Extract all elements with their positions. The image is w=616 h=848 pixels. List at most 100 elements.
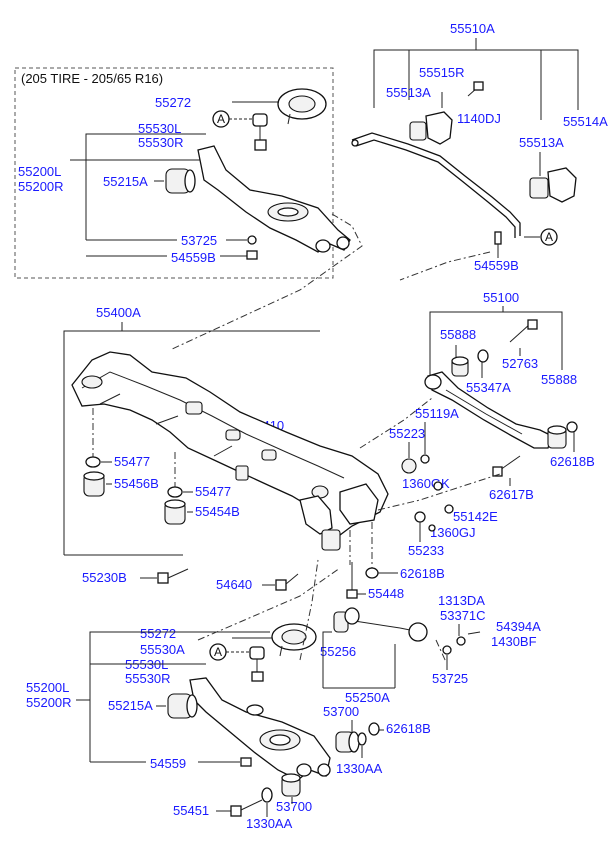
- label-1360GK[interactable]: 1360GK: [402, 476, 450, 491]
- label-53371C[interactable]: 53371C: [440, 608, 486, 623]
- label-54640[interactable]: 54640: [216, 577, 252, 592]
- lower-arm-top[interactable]: [197, 145, 351, 253]
- label-55454B[interactable]: 55454B: [195, 504, 240, 519]
- label-62617B[interactable]: 62617B: [489, 487, 534, 502]
- bushing-bracket-right[interactable]: [529, 167, 577, 203]
- washer-53725-top[interactable]: [247, 235, 257, 245]
- label-53725-mid[interactable]: 53725: [432, 671, 468, 686]
- bushing-55477-right[interactable]: [167, 486, 183, 498]
- label-1140DJ[interactable]: 1140DJ: [457, 111, 501, 126]
- label-55477-left[interactable]: 55477: [114, 454, 150, 469]
- label-55515R[interactable]: 55515R: [419, 65, 465, 80]
- label-62618B-center[interactable]: 62618B: [400, 566, 445, 581]
- label-55272-bot[interactable]: 55272: [140, 626, 176, 641]
- bolt-55448[interactable]: [346, 562, 358, 599]
- label-1313DA[interactable]: 1313DA: [438, 593, 485, 608]
- label-1330AA-upper[interactable]: 1330AA: [336, 761, 383, 776]
- label-55477-right[interactable]: 55477: [195, 484, 231, 499]
- label-55250A[interactable]: 55250A: [345, 690, 390, 705]
- stabilizer-link-bot[interactable]: [249, 646, 265, 682]
- nut-54559B[interactable]: [494, 231, 502, 245]
- label-55200L-top[interactable]: 55200L: [18, 164, 61, 179]
- nut-62618B-arm[interactable]: [566, 421, 578, 433]
- label-55456B[interactable]: 55456B: [114, 476, 159, 491]
- label-55100[interactable]: 55100: [483, 290, 519, 305]
- label-55347A[interactable]: 55347A: [466, 380, 511, 395]
- label-53725-top[interactable]: 53725: [181, 233, 217, 248]
- bushing-55215A-bot[interactable]: [167, 693, 198, 719]
- label-55200R-bot[interactable]: 55200R: [26, 695, 72, 710]
- ref-A-circle-bar[interactable]: [540, 228, 558, 246]
- bushing-55477-left[interactable]: [85, 456, 101, 468]
- label-55215A-top[interactable]: 55215A: [103, 174, 148, 189]
- bushing-55215A-top[interactable]: [165, 168, 196, 194]
- label-55510A[interactable]: 55510A: [450, 21, 495, 36]
- nut-62618B-bot[interactable]: [368, 722, 380, 736]
- bushing-55223[interactable]: [401, 458, 417, 474]
- label-55530A-bot[interactable]: 55530A: [140, 642, 185, 657]
- label-54559B-bar[interactable]: 54559B: [474, 258, 519, 273]
- label-52763[interactable]: 52763: [502, 356, 538, 371]
- bolt-54640[interactable]: [275, 573, 299, 591]
- nut-1360GK[interactable]: [433, 481, 443, 491]
- label-55215A-bot[interactable]: 55215A: [108, 698, 153, 713]
- lower-arm-bottom[interactable]: [189, 677, 331, 781]
- nut-54559B-top[interactable]: [246, 250, 258, 260]
- bolt-1140DJ[interactable]: [467, 81, 484, 97]
- label-54394A[interactable]: 54394A: [496, 619, 541, 634]
- bushing-bracket-left[interactable]: [409, 111, 453, 145]
- label-55530R-bot[interactable]: 55530R: [125, 671, 171, 686]
- label-55119A[interactable]: 55119A: [415, 406, 459, 421]
- nut-53371C[interactable]: [456, 636, 466, 646]
- label-1430BF[interactable]: 1430BF: [491, 634, 537, 649]
- label-55230B[interactable]: 55230B: [82, 570, 127, 585]
- label-55514A[interactable]: 55514A: [563, 114, 608, 129]
- washer-55347A[interactable]: [477, 349, 489, 363]
- label-62618B-arm[interactable]: 62618B: [550, 454, 595, 469]
- bushing-55888-upper[interactable]: [451, 356, 469, 377]
- label-55451[interactable]: 55451: [173, 803, 209, 818]
- bushing-53700-upper[interactable]: [335, 731, 360, 753]
- washer-1330AA-upper[interactable]: [357, 732, 367, 746]
- label-55256[interactable]: 55256: [320, 644, 356, 659]
- label-53700-upper[interactable]: 53700: [323, 704, 359, 719]
- washer-55233[interactable]: [414, 511, 426, 523]
- spring-seat-55272-bot[interactable]: [271, 623, 317, 657]
- label-55223[interactable]: 55223: [389, 426, 425, 441]
- label-55233[interactable]: 55233: [408, 543, 444, 558]
- lateral-link-55250A[interactable]: [333, 607, 428, 642]
- label-55400A[interactable]: 55400A: [96, 305, 141, 320]
- label-62618B-bot[interactable]: 62618B: [386, 721, 431, 736]
- bolt-52763[interactable]: [509, 319, 538, 343]
- label-55142E[interactable]: 55142E: [453, 509, 498, 524]
- label-55530L-top[interactable]: 55530L: [138, 121, 181, 136]
- bushing-55454B[interactable]: [164, 499, 186, 525]
- label-55530R-top[interactable]: 55530R: [138, 135, 184, 150]
- label-1360GJ[interactable]: 1360GJ: [430, 525, 476, 540]
- pin-54394A[interactable]: [467, 631, 481, 635]
- nut-62618B-center[interactable]: [365, 567, 379, 579]
- label-1330AA-lower[interactable]: 1330AA: [246, 816, 293, 831]
- nut-54559[interactable]: [240, 757, 252, 767]
- label-55448[interactable]: 55448: [368, 586, 404, 601]
- crossmember-55410[interactable]: [71, 351, 389, 551]
- washer-1330AA-lower[interactable]: [261, 787, 273, 803]
- label-54559B-top[interactable]: 54559B: [171, 250, 216, 265]
- label-55513A-lower[interactable]: 55513A: [519, 135, 564, 150]
- spring-seat-55272-top[interactable]: [277, 88, 327, 125]
- label-55272-top[interactable]: 55272: [155, 95, 191, 110]
- washer-53725-mid[interactable]: [442, 645, 452, 655]
- nut-1360GJ[interactable]: [428, 524, 436, 532]
- washer-55119A[interactable]: [420, 454, 430, 464]
- nut-55142E[interactable]: [444, 504, 454, 514]
- bolt-55230B[interactable]: [157, 568, 189, 584]
- bushing-53700-lower[interactable]: [281, 773, 301, 797]
- label-55513A-upper[interactable]: 55513A: [386, 85, 431, 100]
- label-55888-upper[interactable]: 55888: [440, 327, 476, 342]
- label-55200L-bot[interactable]: 55200L: [26, 680, 69, 695]
- label-53700-lower[interactable]: 53700: [276, 799, 312, 814]
- bushing-55888-lower[interactable]: [547, 425, 567, 449]
- bushing-55456B[interactable]: [83, 471, 105, 497]
- label-55200R-top[interactable]: 55200R: [18, 179, 64, 194]
- bolt-62617B[interactable]: [492, 455, 521, 477]
